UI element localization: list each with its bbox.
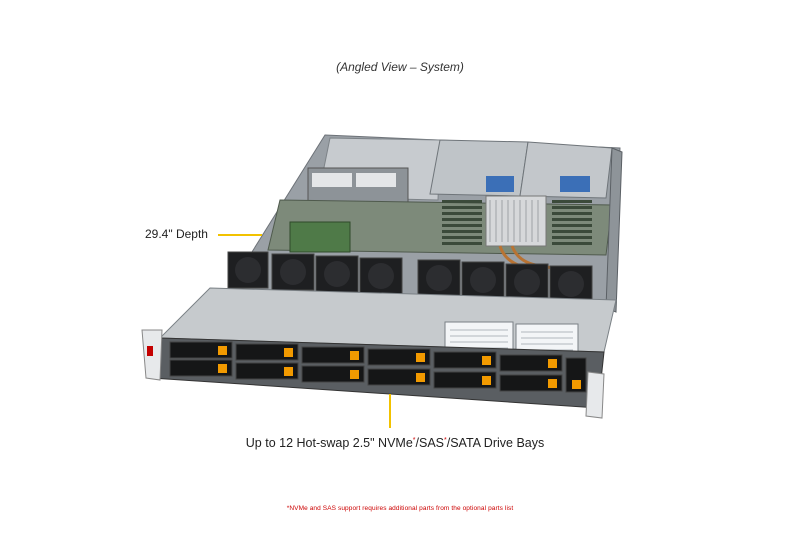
dimm-bank-left (442, 200, 482, 245)
drive-bays-label-part2: /SAS (415, 436, 445, 450)
depth-label: 29.4" Depth (145, 227, 208, 241)
rack-ear-right (585, 371, 605, 419)
drive-bays-label-part3: /SATA Drive Bays (446, 436, 545, 450)
depth-leader-line (218, 234, 262, 236)
riser-latch (560, 176, 590, 192)
power-button-icon (147, 346, 153, 356)
cpu-heatsink (485, 195, 547, 247)
riser-latch (486, 176, 514, 192)
drive-bays (169, 341, 587, 393)
fan-row (227, 251, 593, 303)
chassis-side-wall (605, 147, 623, 313)
view-caption: (Angled View – System) (336, 60, 464, 74)
footnote: *NVMe and SAS support requires additiona… (286, 505, 514, 512)
drive-bays-label-part1: Up to 12 Hot-swap 2.5" NVMe (245, 436, 413, 450)
drive-bays-label: Up to 12 Hot-swap 2.5" NVMe*/SAS*/SATA D… (0, 436, 780, 450)
drive-latch (218, 346, 557, 388)
add-on-card (289, 221, 351, 253)
dimm-bank-right (552, 200, 592, 245)
nvme-asterisk: * (412, 436, 416, 444)
sas-asterisk: * (444, 436, 447, 444)
drive-bay-leader-line (389, 394, 391, 428)
